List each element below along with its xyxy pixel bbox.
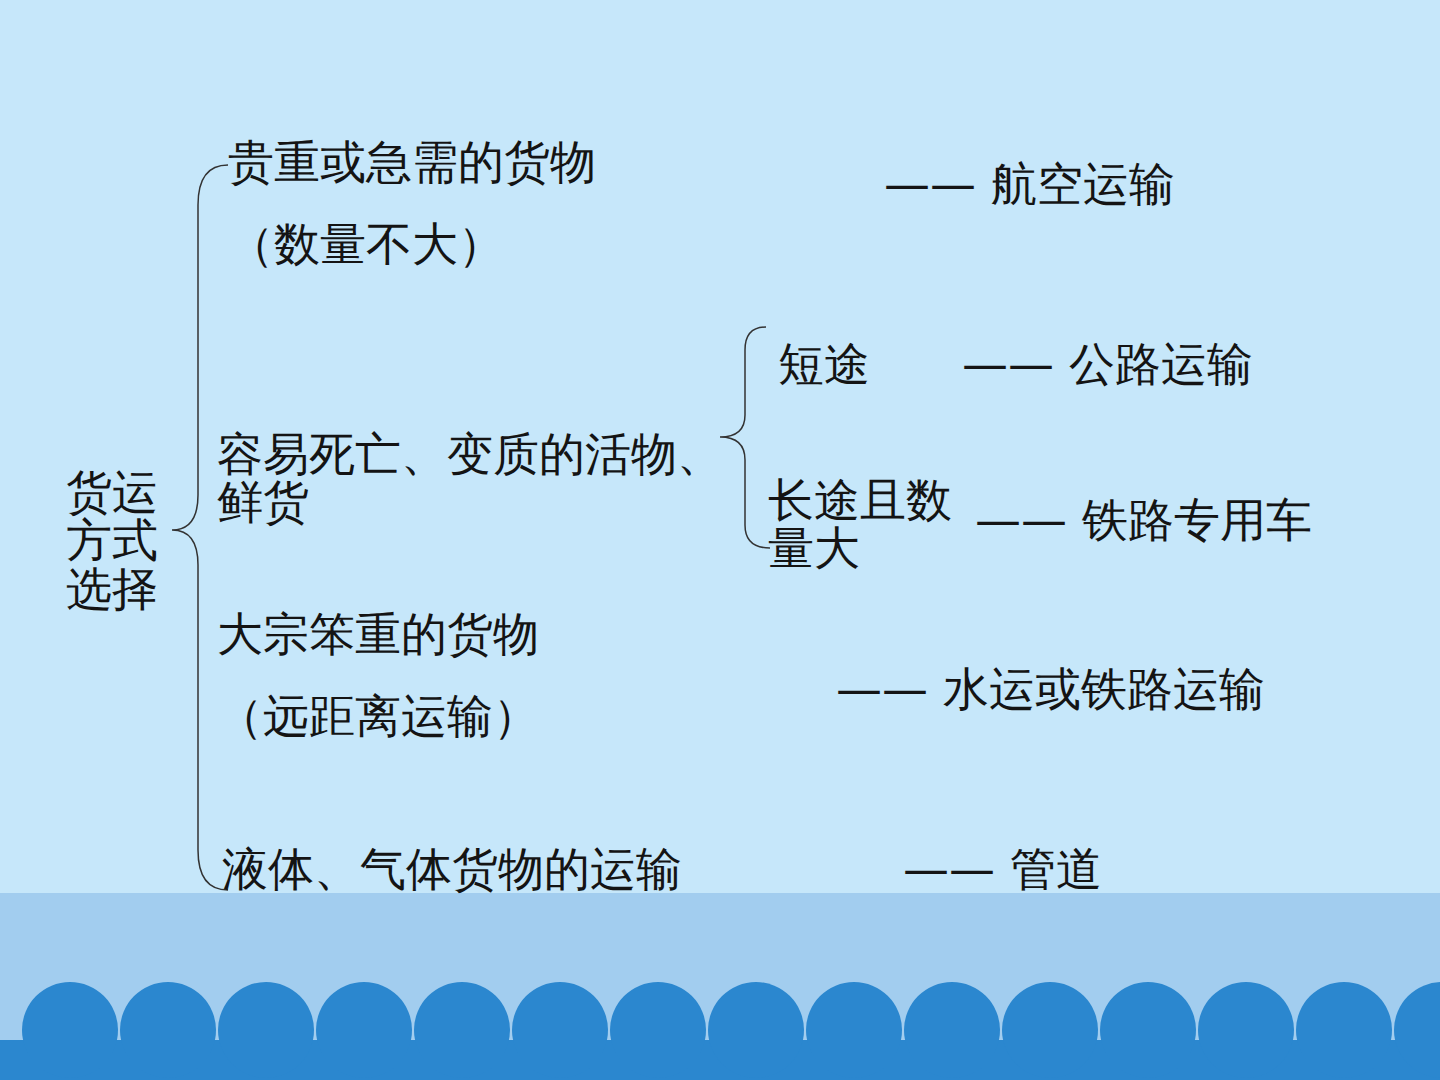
transport-mode: —— 水运或铁路运输	[836, 665, 1265, 713]
wave-circle	[1394, 982, 1440, 1078]
cargo-type: 容易死亡、变质的活物、鲜货	[217, 430, 727, 527]
cargo-type: 大宗笨重的货物	[217, 610, 539, 658]
root-topic: 货运方式选择	[66, 468, 158, 613]
wave-circle	[708, 982, 804, 1078]
wave-row	[22, 982, 1440, 1078]
sea-band	[0, 893, 1440, 1080]
distance-condition: 短途	[778, 340, 870, 388]
wave-circle	[806, 982, 902, 1078]
transport-mode: —— 航空运输	[884, 160, 1175, 208]
wave-circle	[414, 982, 510, 1078]
sub-brace	[720, 327, 770, 548]
cargo-note: （远距离运输）	[217, 692, 539, 740]
wave-circle	[512, 982, 608, 1078]
distance-condition: 长途且数量大	[768, 476, 952, 573]
transport-mode: —— 公路运输	[962, 340, 1253, 388]
wave-circle	[904, 982, 1000, 1078]
wave-circle	[120, 982, 216, 1078]
wave-circle	[1198, 982, 1294, 1078]
cargo-type: 液体、气体货物的运输	[222, 845, 682, 893]
wave-circle	[316, 982, 412, 1078]
wave-circle	[1002, 982, 1098, 1078]
transport-mode: —— 管道	[903, 845, 1102, 893]
wave-circle	[218, 982, 314, 1078]
cargo-note: （数量不大）	[228, 220, 504, 268]
wave-circle	[1296, 982, 1392, 1078]
main-brace	[172, 165, 228, 890]
wave-circle	[22, 982, 118, 1078]
wave-circle	[1100, 982, 1196, 1078]
transport-mode: —— 铁路专用车	[975, 496, 1312, 544]
wave-circle	[610, 982, 706, 1078]
cargo-type: 贵重或急需的货物	[228, 138, 596, 186]
